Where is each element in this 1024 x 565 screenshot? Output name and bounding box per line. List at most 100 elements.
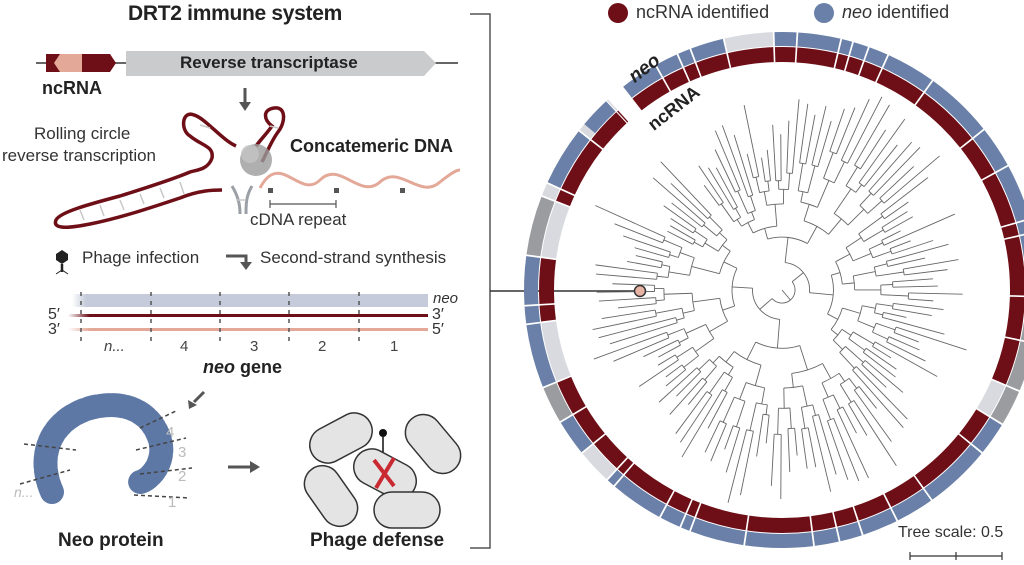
neo-ring-segment [924, 444, 982, 500]
ncrna-ring-segment [539, 304, 556, 322]
ncrna-ring-segment [696, 503, 748, 531]
ncrna-ring-segment [594, 434, 627, 469]
neo-ring-segment [859, 508, 897, 535]
ncrna-ring-segment [854, 494, 890, 521]
neo-ring-segment [883, 55, 932, 92]
tree-branches [592, 96, 967, 503]
neo-protein-structure [19, 393, 193, 504]
phage-infection-label: Phage infection [82, 248, 200, 267]
segment-2: 2 [318, 338, 327, 355]
neo-gene-label-rest: gene [235, 357, 283, 377]
repeat-label-4: 4 [166, 424, 175, 441]
ncrna-ring-segment [632, 78, 670, 111]
rt-gene-label: Reverse transcriptase [180, 53, 358, 72]
neo-ring-segment [691, 38, 727, 62]
neo-transcript-band [72, 294, 428, 307]
ncrna-ring-segment [774, 47, 796, 63]
neo-ring-segment [681, 514, 695, 531]
ncrna-ring-segment [1005, 296, 1024, 340]
arrow-diagonal-icon [188, 390, 206, 409]
neo-ring-segment [678, 49, 695, 67]
ncrna-ring-segment [1004, 236, 1024, 296]
ncrna-ring-segment [959, 409, 990, 443]
ncrna-structure [53, 106, 286, 229]
neo-ring-segment [560, 415, 593, 453]
ncrna-ring-segment [1001, 223, 1019, 239]
panel-title: DRT2 immune system [128, 2, 343, 25]
phage-defense-x-icon [372, 429, 396, 490]
ncrna-ring-segment [914, 434, 970, 488]
phage-icon [55, 250, 69, 275]
neo-ring-segment [1020, 235, 1024, 259]
bottom-strand-5prime: 5′ [432, 321, 444, 338]
ncrna-ring-segment [845, 56, 863, 76]
neo-ring-segment [996, 166, 1024, 222]
ncrna-ring-segment [811, 512, 836, 532]
ncrna-ring-segment [884, 476, 923, 508]
ncrna-ring-segment [561, 140, 603, 195]
tree-scale-label: Tree scale: 0.5 [898, 524, 1004, 541]
neo-ring-segment [990, 386, 1020, 424]
ncrna-ring-segment [992, 337, 1020, 385]
neo-ring-segment [797, 32, 841, 53]
neo-ring-segment [526, 323, 556, 387]
reverse-transcriptase-gene [126, 51, 436, 76]
concatemeric-dna-label: Concatemeric DNA [290, 136, 454, 156]
ncrna-ring-segment [541, 202, 570, 259]
legend-item-neo: neo identified [814, 2, 949, 23]
neo-ring-segment [849, 42, 868, 60]
highlighted-drt2-node [633, 284, 647, 298]
ncrna-ring-segment [541, 321, 571, 382]
ncrna-ring-segment [876, 68, 924, 105]
neo-ring-segment [724, 32, 774, 53]
repeat-label-3: 3 [178, 444, 187, 461]
neo-ring-segment [660, 505, 685, 527]
segment-n: n... [104, 338, 125, 355]
ncrna-gene-label: ncRNA [42, 78, 103, 98]
segment-1: 1 [390, 338, 399, 355]
neo-ring-segment [891, 489, 932, 521]
cdna-repeat-label: cDNA repeat [250, 210, 347, 229]
top-strand-5prime: 5′ [48, 306, 60, 323]
phage-defense-label: Phage defense [310, 530, 445, 551]
repeat-label-n: n... [14, 484, 34, 500]
ncrna-ring-segment [686, 499, 700, 517]
panel-bracket [470, 13, 491, 549]
bottom-strand-3prime: 3′ [48, 321, 60, 338]
ncrna-ring-segment [727, 47, 774, 68]
neo-strands [68, 292, 428, 342]
arrow-down-icon [239, 88, 251, 111]
neo-ring-segment [543, 383, 572, 422]
neo-ring-segment [1006, 341, 1024, 391]
gene-bar [36, 51, 458, 76]
neo-ring-segment [864, 47, 888, 68]
ncrna-ring-segment [796, 47, 837, 68]
neo-ring-segment [838, 39, 853, 56]
legend-ncrna-label: ncRNA identified [636, 2, 770, 22]
neo-ring-segment [813, 528, 839, 546]
neo-ring-segment [524, 305, 541, 324]
neo-ring-segment [690, 518, 746, 546]
ncrna-ring-segment [539, 258, 556, 304]
neo-ring-segment [607, 470, 623, 486]
neo-ring-segment [774, 32, 797, 47]
ncrna-ring-segment [835, 53, 849, 71]
ncrna-ring-segment [617, 110, 629, 123]
neo-ring-segment [542, 183, 560, 201]
arrow-right-icon [228, 461, 260, 473]
ncrna-ring-segment [747, 515, 812, 533]
neo-protein-label: Neo protein [58, 530, 164, 551]
neo-ring-segment [1020, 320, 1024, 341]
legend-neo-italic: neo [842, 2, 873, 22]
neo-ring-segment [547, 131, 590, 188]
neo-gene-label-italic: neo [203, 357, 236, 377]
neo-ring-segment [526, 196, 555, 257]
ncrna-ring-segment [573, 407, 605, 443]
neo-ring-segment [623, 65, 662, 98]
neo-ring-segment [1016, 221, 1024, 235]
neo-ring-segment [973, 130, 1008, 172]
neo-legend-swatch-icon [814, 2, 834, 23]
concatemeric-dna-wave [258, 168, 461, 189]
ncrna-ring-segment [977, 380, 1006, 416]
